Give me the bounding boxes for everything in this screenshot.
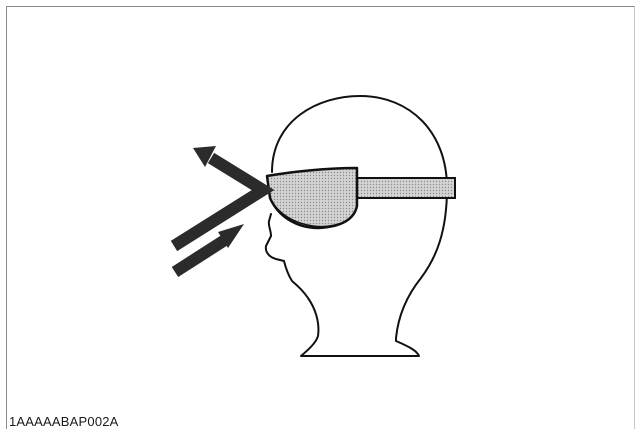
incoming-arrow-icon — [175, 224, 244, 272]
deflected-arrow-icon — [174, 146, 263, 246]
head-profile-icon — [266, 96, 447, 356]
figure-code-label: 1AAAAABAP002A — [9, 415, 119, 428]
safety-goggles-icon — [267, 168, 357, 228]
goggle-strap — [346, 178, 455, 198]
